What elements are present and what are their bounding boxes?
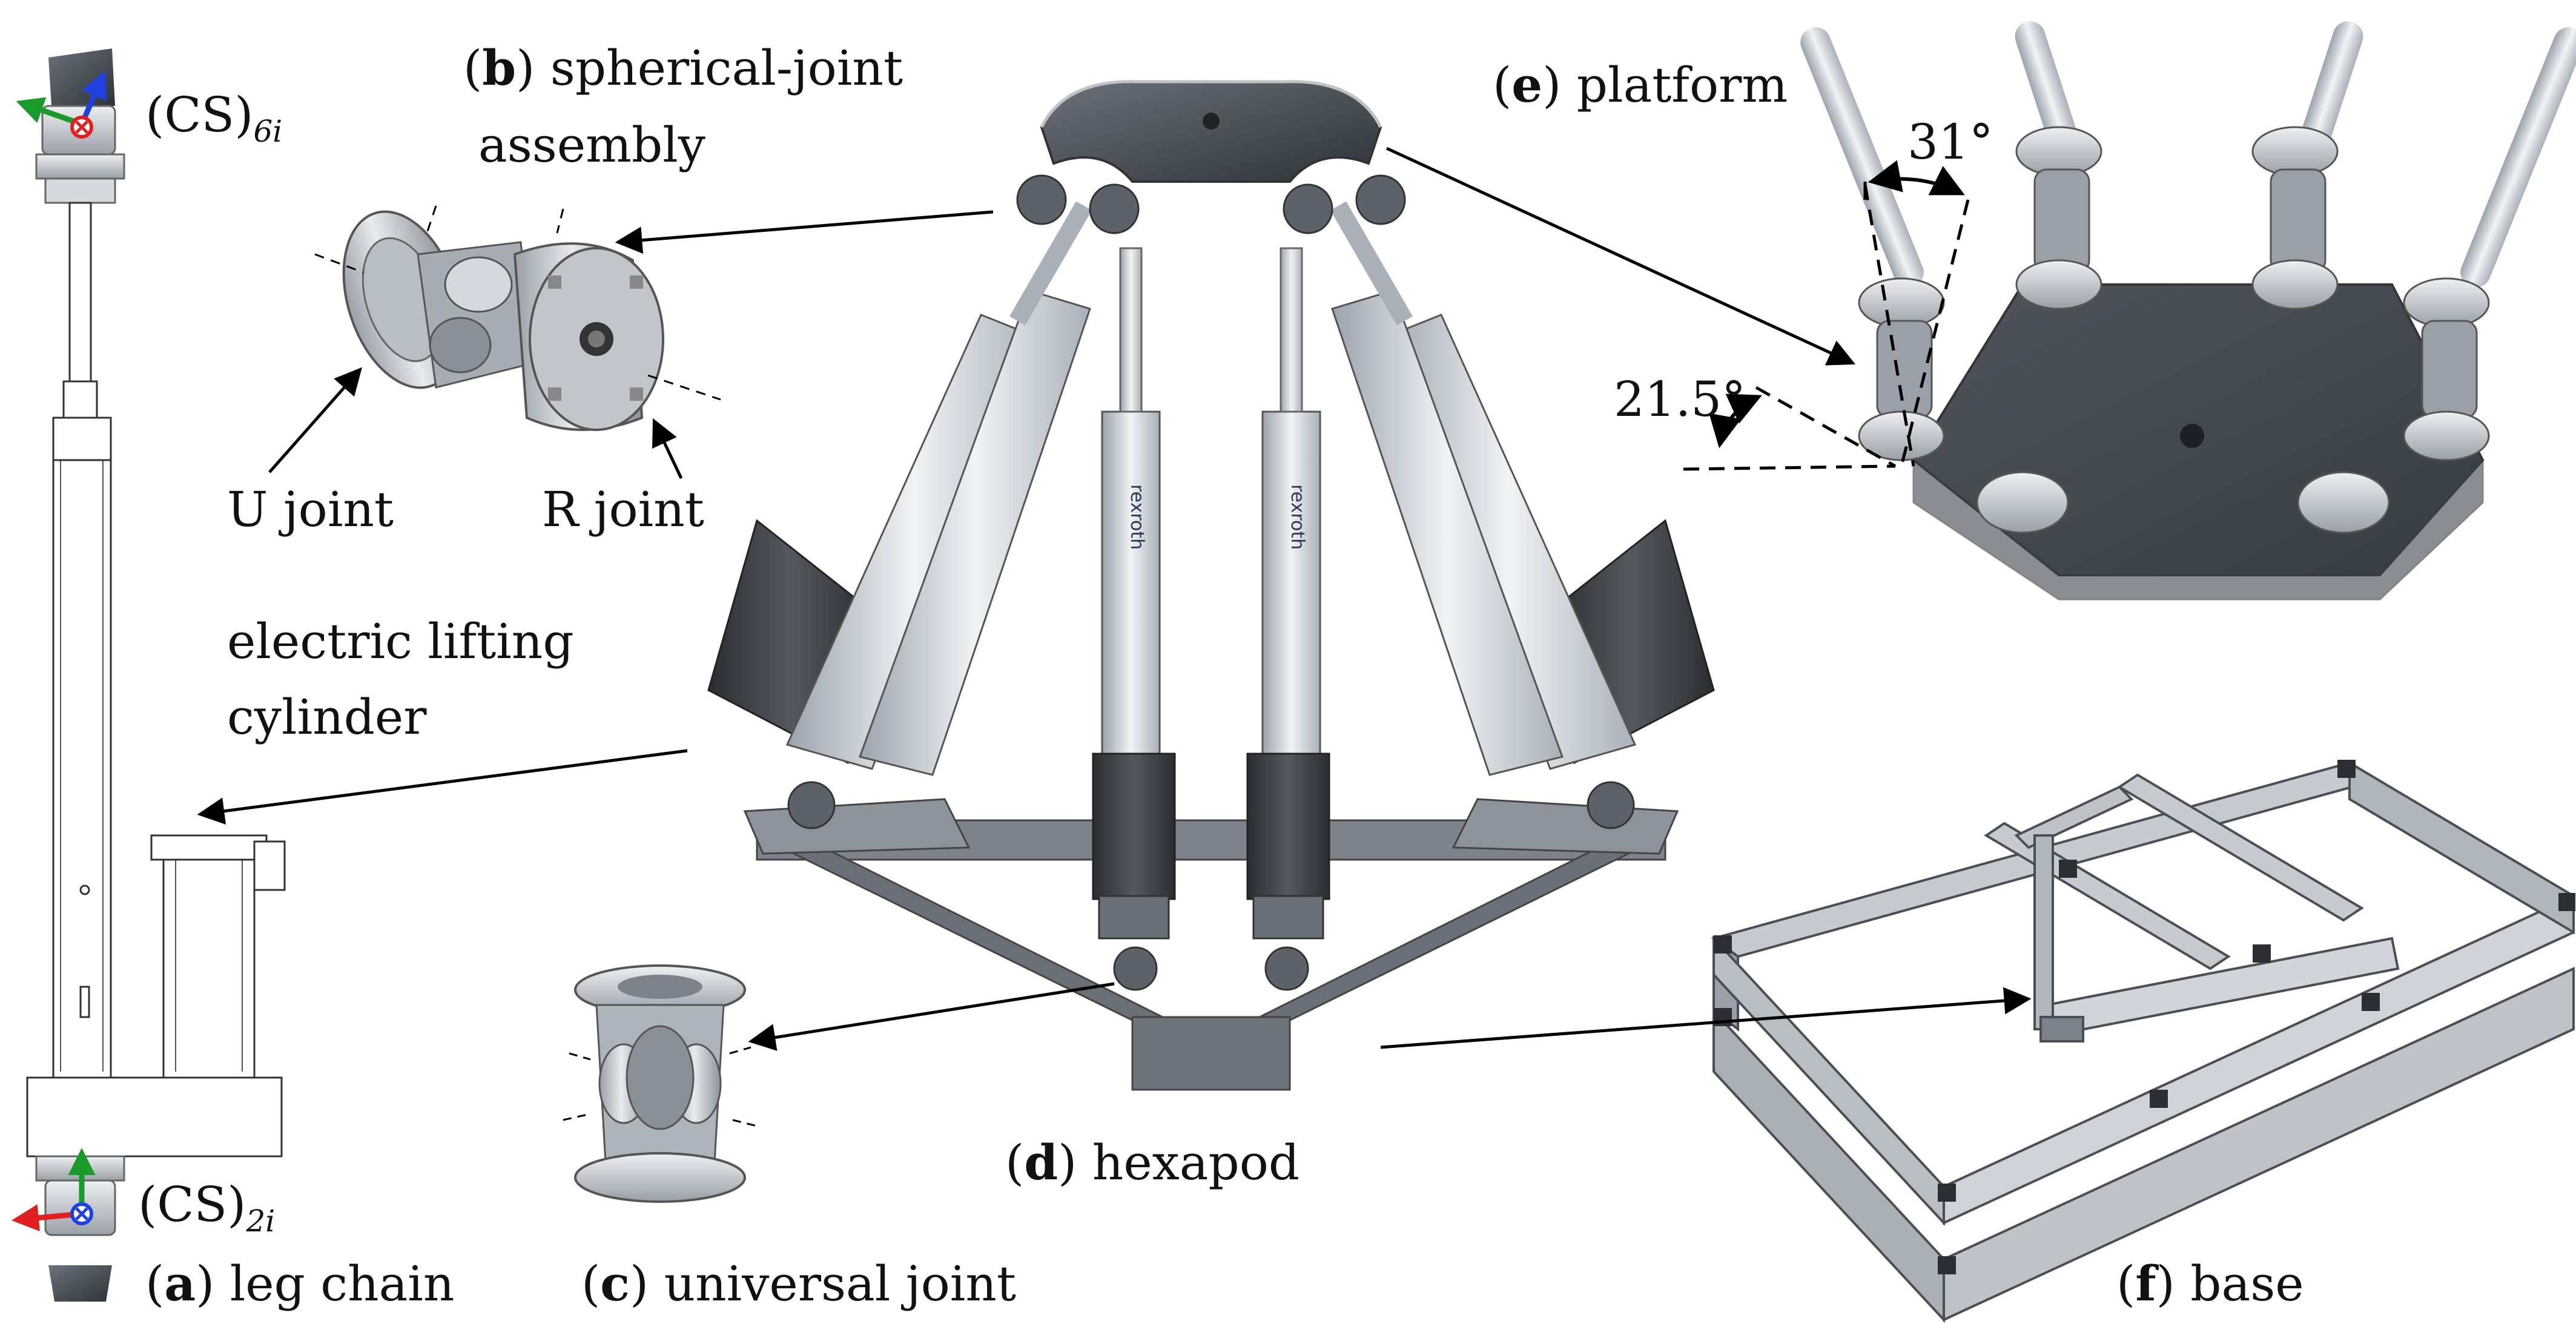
r-joint-label: R joint <box>542 481 704 538</box>
leg-chain-drawing <box>26 48 286 1302</box>
cylinder-label-line2: cylinder <box>227 689 427 745</box>
u-joint-label: U joint <box>227 481 394 538</box>
platform-drawing <box>1683 21 2576 601</box>
label-f: (f) base <box>2116 1255 2304 1312</box>
leader-arrows <box>197 147 2032 1051</box>
label-e: (e) platform <box>1493 56 1788 113</box>
label-c: (c) universal joint <box>581 1255 1016 1312</box>
label-b: (b) spherical-joint <box>463 39 903 96</box>
actuator-brand-right: rexroth <box>1287 484 1308 550</box>
actuator-brand-left: rexroth <box>1126 484 1148 550</box>
cs-axes-bottom <box>12 1148 96 1232</box>
label-a: (a) leg chain <box>145 1255 455 1312</box>
cs-axes-top <box>16 70 107 139</box>
universal-joint-drawing <box>563 964 758 1203</box>
label-b-line2: assembly <box>478 117 705 173</box>
angle-lower-label: 21.5° <box>1614 371 1746 427</box>
cs-bottom-label: (CS)2i <box>138 1176 276 1239</box>
cylinder-label-line1: electric lifting <box>227 613 574 670</box>
cs-top-label: (CS)6i <box>145 87 283 149</box>
base-drawing <box>1711 760 2575 1323</box>
label-d: (d) hexapod <box>1005 1134 1300 1191</box>
angle-upper-label: 31° <box>1907 114 1993 170</box>
spherical-joint-drawing <box>314 205 721 431</box>
hexapod-drawing: rexroth rexroth <box>707 80 1715 1091</box>
